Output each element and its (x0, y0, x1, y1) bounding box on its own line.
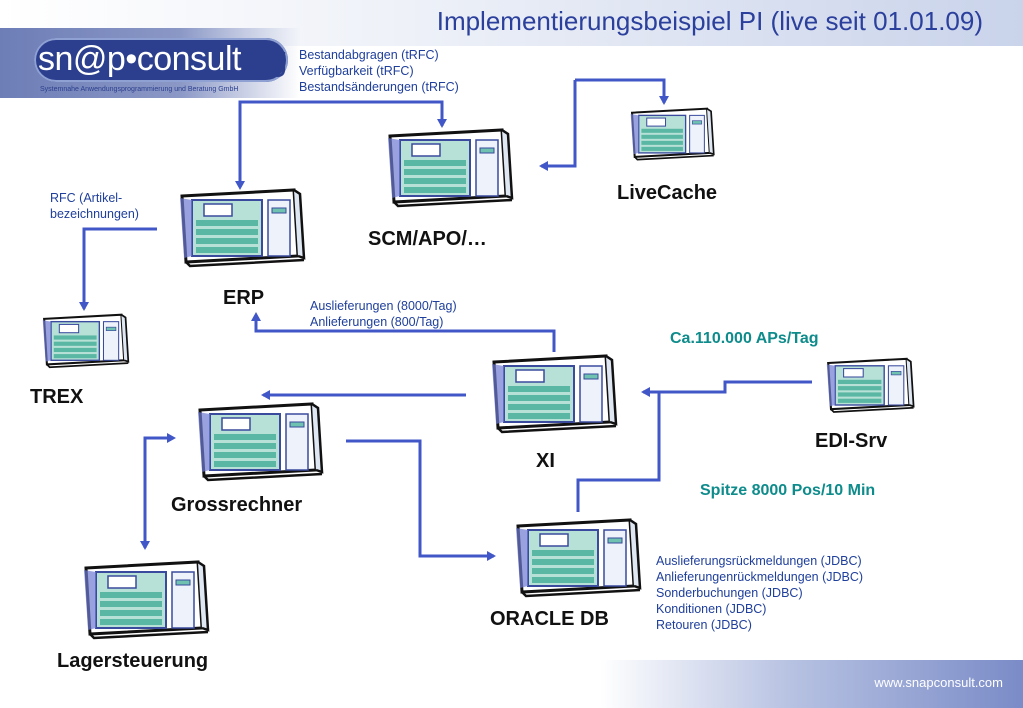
trex-label: TREX (30, 386, 84, 408)
xi-label: XI (536, 450, 555, 472)
page-title: Implementierungsbeispiel PI (live seit 0… (436, 6, 983, 36)
edi-label: EDI-Srv (815, 430, 888, 452)
edi-server-icon (825, 357, 915, 414)
logo-text-tail: ing (242, 40, 288, 78)
erp-scm-arrow (235, 100, 447, 190)
livecache-scm-arrow (539, 80, 577, 171)
logo-subtitle: Systemnahe Anwendungsprogrammierung und … (40, 86, 239, 93)
livecache-label: LiveCache (617, 182, 718, 204)
erp-label: ERP (223, 287, 265, 309)
lagersteuerung-label: Lagersteuerung (57, 650, 209, 672)
oracle-jdbc-note: Auslieferungsrückmeldungen (JDBC) Anlief… (656, 553, 863, 633)
erp-xi-note: Auslieferungen (8000/Tag) Anlieferungen … (310, 298, 457, 330)
erp-trex-note: RFC (Artikel- bezeichnungen) (50, 190, 139, 222)
logo-text: sn@p•consult (38, 40, 241, 78)
footer-band (600, 660, 1023, 708)
oracle-label: ORACLE DB (490, 608, 609, 630)
grossrechner-lager-arrow (140, 433, 176, 550)
note-line: Anlieferungenrückmeldungen (JDBC) (656, 570, 864, 584)
erp-server-icon (178, 188, 306, 268)
note-line: Retouren (JDBC) (656, 618, 752, 632)
erp-xi-arrow (251, 312, 556, 352)
note-line: Konditionen (JDBC) (656, 602, 767, 616)
grossrechner-label: Grossrechner (171, 494, 303, 516)
livecache-server-icon (629, 107, 715, 161)
note-line: Bestandsänderungen (tRFC) (299, 80, 459, 94)
scm-label: SCM/APO/… (368, 228, 487, 250)
trex-server-icon (41, 313, 130, 369)
company-logo (34, 38, 288, 82)
erp-trex-arrow (79, 227, 157, 311)
grossrechner-server-icon (196, 402, 324, 482)
oracle-xi-line (576, 392, 661, 512)
note-line: Auslieferungen (8000/Tag) (310, 299, 457, 313)
note-line: Auslieferungsrückmeldungen (JDBC) (656, 554, 862, 568)
note-line: Sonderbuchungen (JDBC) (656, 586, 803, 600)
note-line: Verfügbarkeit (tRFC) (299, 64, 414, 78)
grossrechner-oracle-arrow (346, 439, 496, 561)
note-line: Bestandabgragen (tRFC) (299, 48, 439, 62)
peak-note: Spitze 8000 Pos/10 Min (700, 482, 876, 499)
xi-server-icon (490, 354, 618, 434)
edi-rate-note: Ca.110.000 APs/Tag (670, 330, 819, 347)
oracle-server-icon (514, 518, 642, 598)
note-line: Anlieferungen (800/Tag) (310, 315, 444, 329)
edi-xi-arrow (641, 380, 812, 397)
lagersteuerung-server-icon (82, 560, 210, 640)
scm-server-icon (386, 128, 514, 208)
note-line: RFC (Artikel- (50, 191, 123, 205)
note-line: bezeichnungen) (50, 207, 139, 221)
footer-url: www.snapconsult.com (874, 675, 1003, 690)
livecache-arrow (575, 78, 669, 105)
scm-erp-note: Bestandabgragen (tRFC) Verfügbarkeit (tR… (299, 47, 459, 95)
